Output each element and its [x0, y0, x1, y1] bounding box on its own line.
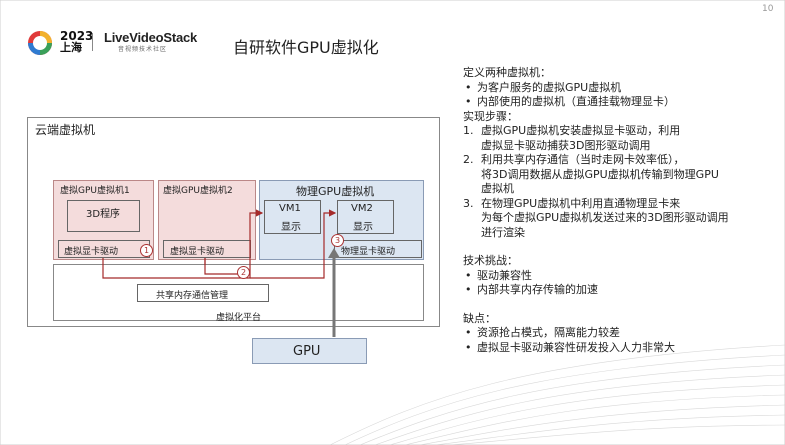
step-number: 1.	[463, 124, 474, 137]
vm2-display-box	[337, 200, 394, 234]
step-text: 为每个虚拟GPU虚拟机发送过来的3D图形驱动调用进行渲染	[481, 211, 729, 239]
vm2-display-sub: 显示	[353, 222, 373, 233]
step-text: 虚拟GPU虚拟机安装虚拟显卡驱动，利用	[481, 124, 681, 137]
list-item: 内部共享内存传输的加速	[463, 283, 773, 298]
vm1-driver-label: 虚拟显卡驱动	[64, 247, 119, 257]
vm1-label: 虚拟GPU虚拟机1	[60, 186, 130, 196]
slide-title: 自研软件GPU虚拟化	[233, 38, 379, 57]
step-text: 将3D调用数据从虚拟GPU虚拟机传输到物理GPU虚拟机	[481, 167, 719, 196]
cloud-vm-label: 云端虚拟机	[35, 123, 96, 137]
logo-year: 2023	[60, 29, 94, 43]
shared-memory-manager-box	[137, 284, 269, 302]
logo-subtitle: 音视频技术社区	[118, 46, 168, 53]
gpu-box	[252, 338, 367, 364]
vm1-display-title: VM1	[279, 203, 301, 214]
vm2-driver-label: 虚拟显卡驱动	[170, 247, 225, 257]
flow-arrow-to-vm2-display	[250, 209, 337, 279]
3d-program-box	[67, 200, 140, 232]
list-item: 资源抢占模式，隔离能力较差	[463, 326, 773, 341]
section-title-steps: 实现步骤：	[463, 109, 518, 123]
section-title-challenges: 技术挑战：	[463, 254, 518, 267]
vm1-display-sub: 显示	[281, 222, 301, 233]
step-3-marker: 3	[331, 234, 344, 247]
step-text: 虚拟显卡驱动捕获3D图形驱动调用	[481, 138, 651, 152]
section-title-definition: 定义两种虚拟机：	[463, 66, 551, 79]
spacer	[463, 298, 773, 312]
shared-memory-label: 共享内存通信管理	[156, 291, 229, 301]
step-number: 3.	[463, 196, 474, 210]
vm1-display-box	[264, 200, 321, 234]
list-item: 为客户服务的虚拟GPU虚拟机	[463, 81, 773, 96]
gpu-label: GPU	[293, 344, 321, 359]
description-panel: 定义两种虚拟机： 为客户服务的虚拟GPU虚拟机 内部使用的虚拟机（直通挂载物理显…	[463, 66, 773, 355]
conference-logo-icon	[28, 31, 52, 55]
list-item: 驱动兼容性	[463, 269, 773, 284]
step-item-3: 3. 在物理GPU虚拟机中利用直通物理显卡来 为每个虚拟GPU虚拟机发送过来的3…	[463, 197, 773, 241]
list-item: 内部使用的虚拟机（直通挂载物理显卡）	[463, 95, 773, 110]
vm2-label: 虚拟GPU虚拟机2	[163, 186, 233, 196]
section-title-drawbacks: 缺点：	[463, 311, 496, 325]
gpu-passthrough-arrowhead	[328, 248, 340, 258]
step-item-2: 2. 利用共享内存通信（当时走网卡效率低）， 将3D调用数据从虚拟GPU虚拟机传…	[463, 153, 773, 197]
list-item: 虚拟显卡驱动兼容性研发投入人力非常大	[463, 341, 773, 356]
step-text: 利用共享内存通信（当时走网卡效率低），	[481, 153, 685, 166]
step-text: 在物理GPU虚拟机中利用直通物理显卡来	[481, 196, 681, 210]
spacer	[463, 240, 773, 254]
logo-brand: LiveVideoStack	[104, 30, 198, 45]
logo-divider	[92, 33, 93, 51]
physical-vm-label: 物理GPU虚拟机	[296, 185, 375, 198]
physical-driver-label: 物理显卡驱动	[341, 247, 396, 257]
step-item-1: 1. 虚拟GPU虚拟机安装虚拟显卡驱动，利用 虚拟显卡驱动捕获3D图形驱动调用	[463, 124, 773, 153]
step-number: 2.	[463, 153, 474, 166]
platform-label: 虚拟化平台	[216, 313, 262, 323]
step-1-marker: 1	[140, 244, 153, 257]
step-2-marker: 2	[237, 266, 250, 279]
page-number: 10	[762, 4, 774, 14]
3d-program-label: 3D程序	[86, 209, 121, 220]
vm2-display-title: VM2	[351, 203, 373, 214]
logo-city: 上海	[60, 41, 82, 54]
